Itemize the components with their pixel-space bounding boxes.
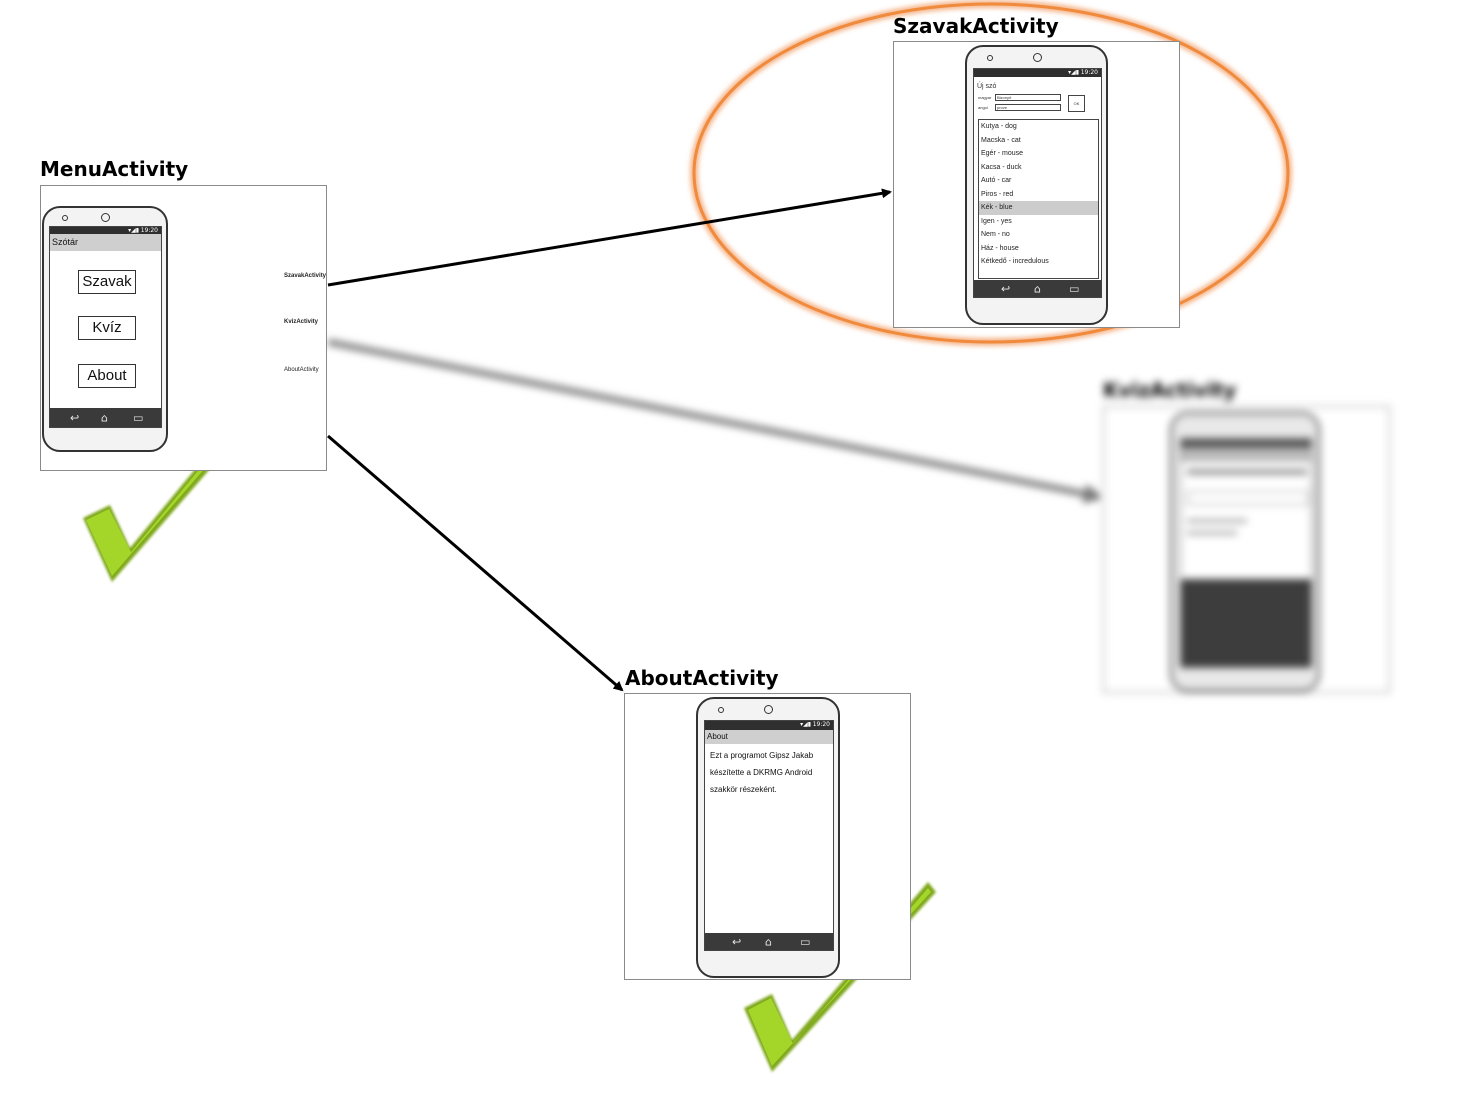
recents-icon[interactable]: ▭ xyxy=(800,935,811,948)
kviz-screen xyxy=(1180,438,1312,668)
status-time: 19:20 xyxy=(1080,69,1098,76)
speaker-dot xyxy=(718,707,724,713)
list-item[interactable]: Macska - cat xyxy=(981,136,1021,144)
camera-icon xyxy=(101,213,110,222)
angol-field[interactable]: prove xyxy=(995,104,1061,111)
about-button[interactable]: About xyxy=(78,364,136,388)
szavak-activity-title: SzavakActivity xyxy=(893,14,1059,38)
menu-activity-title: MenuActivity xyxy=(40,157,189,181)
about-phone: ▾◢▮ 19:20 About Ezt a programot Gipsz Ja… xyxy=(696,697,840,978)
about-activity-title: AboutActivity xyxy=(625,666,779,690)
about-text: Ezt a programot Gipsz Jakab készítette a… xyxy=(710,747,813,798)
kviz-appbar xyxy=(1181,448,1311,462)
kviz-answer-field[interactable] xyxy=(1187,491,1309,505)
about-appbar-title: About xyxy=(705,730,833,744)
list-item[interactable]: Kutya - dog xyxy=(981,123,1017,130)
list-item[interactable]: Ház - house xyxy=(981,244,1019,252)
back-icon[interactable]: ↩ xyxy=(1001,282,1011,295)
kviz-button[interactable]: Kvíz xyxy=(78,316,136,340)
list-item[interactable]: Egér - mouse xyxy=(981,150,1024,157)
nav-bar: ↩ ⌂ ▭ xyxy=(705,933,833,950)
kviz-activity-blurred: KvizActivity xyxy=(1095,372,1395,702)
kviz-activity-title: KvizActivity xyxy=(1103,378,1237,402)
kviz-text xyxy=(1187,519,1247,523)
about-screen: ▾◢▮ 19:20 About Ezt a programot Gipsz Ja… xyxy=(704,720,834,951)
target-label-about: AboutActivity xyxy=(284,367,319,373)
status-bar xyxy=(1181,439,1311,448)
nav-bar: ↩ ⌂ ▭ xyxy=(974,280,1101,297)
wifi-signal-icon: ▾◢▮ xyxy=(128,227,139,234)
szavak-phone: ▾◢▮ 19:20 Új szó magyar Bizonyít angol p… xyxy=(965,45,1108,325)
new-word-heading: Új szó xyxy=(977,83,997,90)
kviz-question xyxy=(1187,469,1307,475)
back-icon[interactable]: ↩ xyxy=(732,935,742,948)
wifi-signal-icon: ▾◢▮ xyxy=(1068,69,1079,76)
kviz-phone xyxy=(1170,412,1320,692)
status-bar: ▾◢▮ 19:20 xyxy=(974,69,1101,77)
about-text-line: készítette a DKRMG Android xyxy=(710,768,813,777)
magyar-label: magyar xyxy=(978,95,992,100)
list-item[interactable]: Autó - car xyxy=(981,177,1012,184)
camera-icon xyxy=(1033,53,1042,62)
szavak-screen: ▾◢▮ 19:20 Új szó magyar Bizonyít angol p… xyxy=(973,68,1102,298)
angol-label: angol xyxy=(978,105,988,110)
back-icon[interactable]: ↩ xyxy=(70,411,80,424)
highlight-ellipse-line xyxy=(692,2,1290,344)
arrow-to-szavak xyxy=(327,188,892,287)
status-time: 19:20 xyxy=(140,227,158,234)
about-text-line: szakkör részeként. xyxy=(710,785,777,794)
word-list: Kutya - dog Macska - cat Egér - mouse Ka… xyxy=(978,119,1099,279)
target-label-szavak: SzavakActivity xyxy=(284,273,327,279)
ok-button[interactable]: OK xyxy=(1068,95,1085,112)
home-icon[interactable]: ⌂ xyxy=(1034,282,1041,295)
recents-icon[interactable]: ▭ xyxy=(1069,282,1080,295)
target-label-kviz: KvizActivity xyxy=(284,319,319,325)
camera-icon xyxy=(764,705,773,714)
kviz-keyboard[interactable] xyxy=(1181,579,1311,667)
list-item[interactable]: Piros - red xyxy=(981,190,1014,198)
status-bar: ▾◢▮ 19:20 xyxy=(50,227,161,234)
list-item-selected[interactable]: Kék - blue xyxy=(979,201,1098,215)
kviz-text xyxy=(1187,531,1237,535)
list-item[interactable]: Igen - yes xyxy=(981,217,1012,225)
recents-icon[interactable]: ▭ xyxy=(133,411,144,424)
home-icon[interactable]: ⌂ xyxy=(765,935,772,948)
wifi-signal-icon: ▾◢▮ xyxy=(800,721,811,728)
arrow-to-about xyxy=(327,434,624,692)
magyar-field[interactable]: Bizonyít xyxy=(995,94,1061,101)
nav-bar: ↩ ⌂ ▭ xyxy=(50,408,161,427)
speaker-dot xyxy=(62,215,68,221)
menu-appbar-title: Szótár xyxy=(50,234,161,251)
list-item[interactable]: Nem - no xyxy=(981,231,1010,238)
about-text-line: Ezt a programot Gipsz Jakab xyxy=(710,751,814,760)
list-item[interactable]: Kétkedő - incredulous xyxy=(981,258,1049,265)
status-bar: ▾◢▮ 19:20 xyxy=(705,721,833,730)
speaker-dot xyxy=(987,55,993,61)
szavak-button[interactable]: Szavak xyxy=(78,270,136,294)
arrow-to-kviz xyxy=(327,339,1104,504)
home-icon[interactable]: ⌂ xyxy=(101,411,108,424)
status-time: 19:20 xyxy=(812,721,830,728)
list-item[interactable]: Kacsa - duck xyxy=(981,163,1022,171)
